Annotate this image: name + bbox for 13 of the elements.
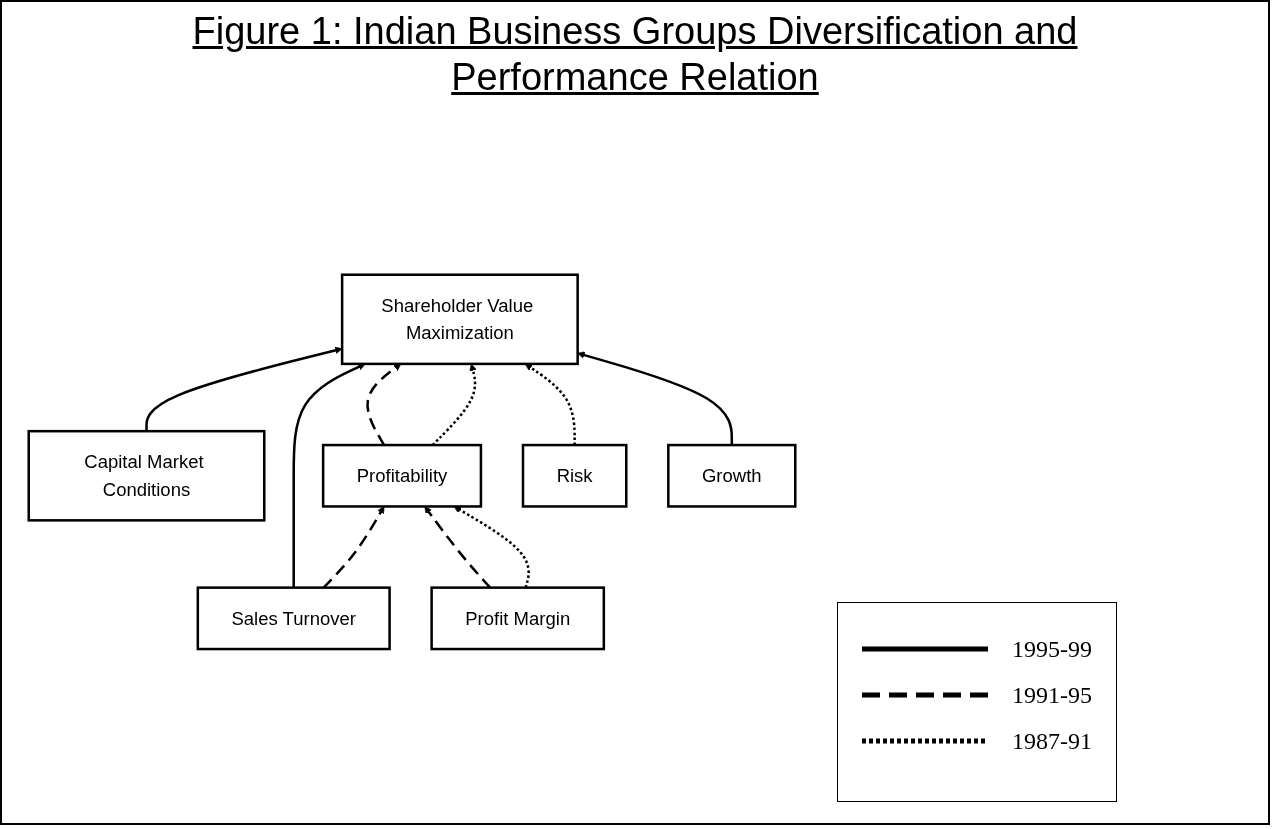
arrow bbox=[577, 351, 734, 446]
legend-label: 1991-95 bbox=[1012, 681, 1092, 709]
title: Figure 1: Indian Business Groups Diversification and Performance Relation bbox=[191, 9, 1079, 100]
node-box: Capital Market Conditions bbox=[27, 430, 266, 522]
node-box: Sales Turnover bbox=[196, 586, 391, 651]
node-box: Profit Margin bbox=[430, 586, 606, 651]
legend-label: 1995-99 bbox=[1012, 635, 1092, 663]
arrow bbox=[145, 346, 343, 432]
legend-label: 1987-91 bbox=[1012, 727, 1092, 755]
node-box: Growth bbox=[667, 443, 797, 508]
node-box: Profitability bbox=[321, 443, 483, 508]
node-box: Risk bbox=[521, 443, 628, 508]
node-box: Shareholder Value Maximization bbox=[340, 273, 579, 366]
